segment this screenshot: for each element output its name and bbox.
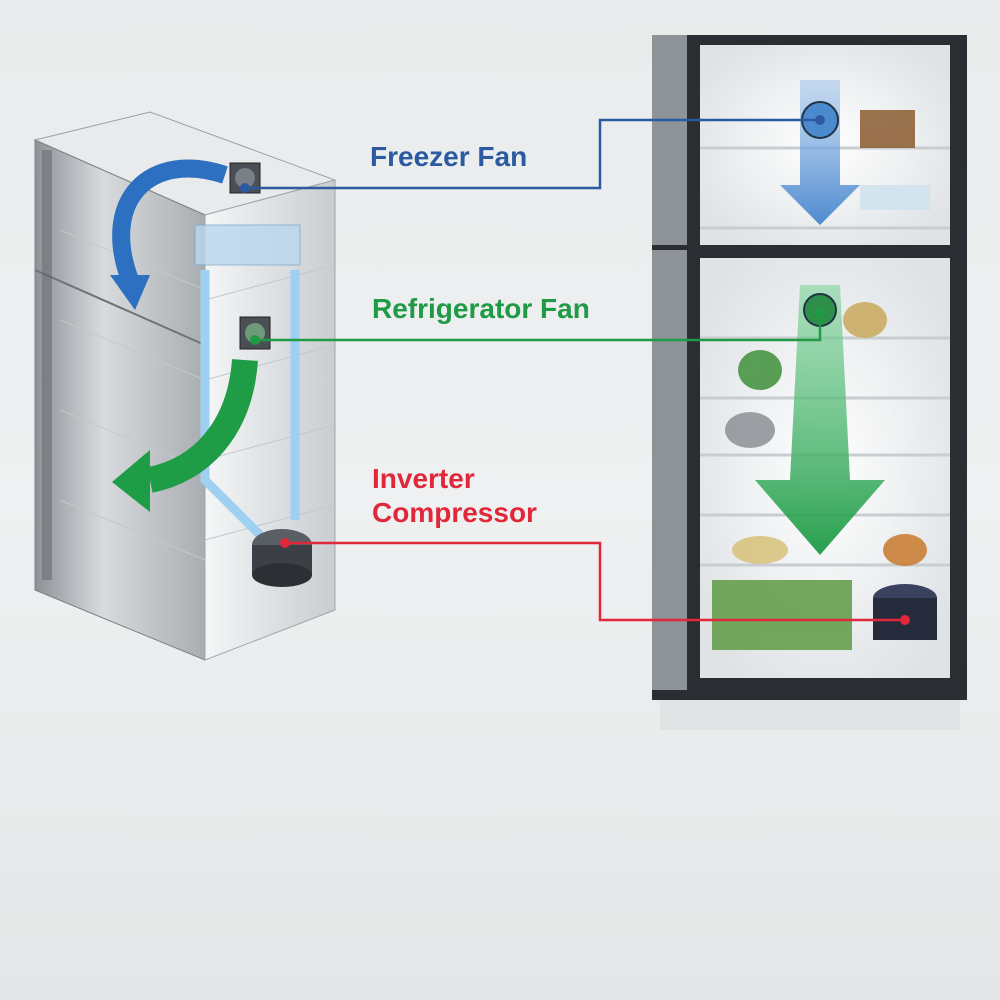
refrigerator-fan-leader (255, 312, 822, 342)
freezer-fan-leader (245, 118, 820, 190)
freezer-fan-label: Freezer Fan (370, 141, 528, 172)
compressor-leader (285, 541, 905, 622)
compressor-label-line1: Inverter (372, 463, 475, 494)
schematic-fridge (33, 111, 337, 661)
airflow-arrow-icon (112, 159, 228, 284)
compressor-icon (252, 529, 312, 587)
refrigerator-photo (652, 35, 967, 730)
airflow-arrow-icon (780, 80, 860, 225)
airflow-arrow-icon (755, 285, 885, 555)
compressor-label-line2: Compressor (372, 497, 537, 528)
airflow-arrow-icon (112, 450, 150, 512)
refrigerator-fan-label: Refrigerator Fan (372, 293, 590, 324)
compressor-icon (873, 584, 937, 640)
